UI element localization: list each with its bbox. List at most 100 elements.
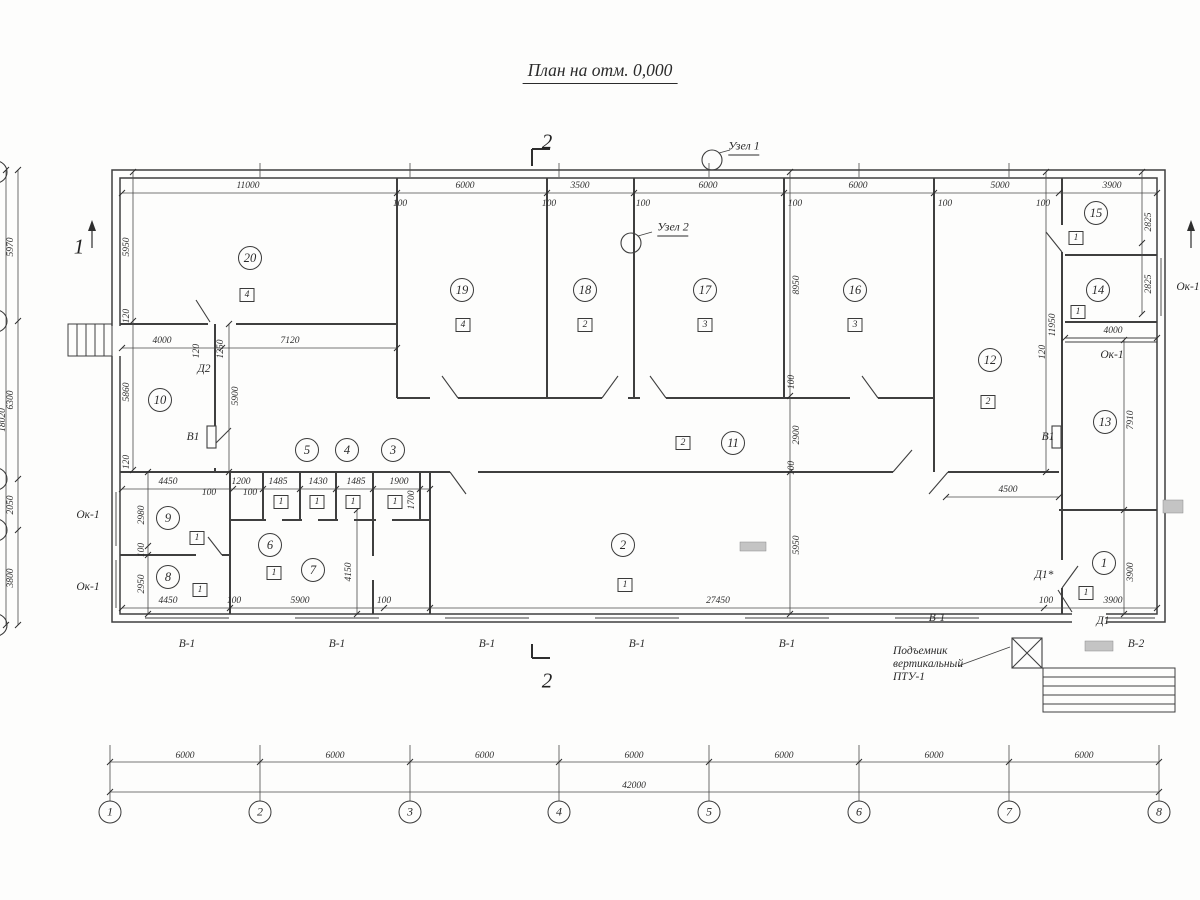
text-label: Ок-1: [1100, 349, 1124, 361]
dim-label: 120: [1038, 344, 1048, 360]
section-marks: [91, 148, 1192, 659]
dim-label: 1250: [216, 339, 226, 359]
room-number: 1: [1092, 551, 1116, 575]
room-number: 3: [381, 438, 405, 462]
category-label: 1: [189, 531, 205, 545]
category-label: 1: [617, 578, 633, 592]
axis-span-label: 6000: [175, 751, 195, 761]
dim-label: 2825: [1144, 212, 1154, 232]
room-number: 16: [843, 278, 867, 302]
text-label: В-1: [328, 638, 346, 650]
room-number: 17: [693, 278, 717, 302]
axis-span-label: 6000: [624, 751, 644, 761]
dim-label: 5860: [122, 382, 132, 402]
category-label: 1: [1068, 231, 1084, 245]
axis-bubble: 7: [997, 800, 1021, 824]
category-label: 2: [980, 395, 996, 409]
room-number: 13: [1093, 410, 1117, 434]
axis-span-label: 6000: [475, 751, 494, 761]
dim-label: 2900: [792, 425, 802, 445]
room-number: 2: [611, 533, 635, 557]
room-number: 11: [721, 431, 745, 455]
dim-label: 1900: [389, 477, 409, 487]
page-title: План на отм. 0,000: [522, 60, 678, 84]
category-label: 1: [345, 495, 361, 509]
room-number: 9: [156, 506, 180, 530]
dim-label: 7910: [1126, 410, 1136, 430]
dim-label: 1700: [407, 490, 417, 510]
dim-label: 11950: [1048, 313, 1058, 337]
axis-span-label: 6000: [774, 751, 794, 761]
text-label: В-1: [478, 638, 496, 650]
dim-label: 1485: [346, 477, 366, 487]
section-number: 2: [541, 668, 553, 693]
dim-label: 120: [122, 454, 132, 470]
dim-label: 2950: [137, 574, 147, 594]
dim-label: 18020: [0, 408, 8, 432]
node-2-marker: [620, 232, 642, 254]
text-label: Ок-1: [76, 581, 100, 593]
room-number: 20: [238, 246, 262, 270]
room-number: 12: [978, 348, 1002, 372]
lift-note-line: вертикальный: [893, 658, 964, 670]
dim-label: 6000: [698, 181, 718, 191]
dim-label: 6000: [455, 181, 475, 191]
dim-label: 100: [787, 460, 797, 476]
axis-bubble: 5: [697, 800, 721, 824]
text-label: В1: [186, 431, 200, 443]
category-label: 3: [847, 318, 863, 332]
category-label: 1: [192, 583, 208, 597]
category-label: 3: [697, 318, 713, 332]
dim-label: 100: [787, 374, 797, 390]
category-label: 1: [387, 495, 403, 509]
room-number: 15: [1084, 201, 1108, 225]
axis-total-label: 42000: [622, 781, 646, 791]
dim-label: 100: [137, 542, 147, 558]
text-label: Ок-1: [1176, 281, 1200, 293]
entry-stairs-left: [67, 323, 113, 357]
text-label: В-1: [628, 638, 646, 650]
dim-label: 4500: [998, 485, 1018, 495]
dim-label: 3900: [1102, 181, 1122, 191]
lift-symbol: [957, 637, 1043, 669]
text-label: В-1: [778, 638, 796, 650]
dim-label: 100: [787, 199, 803, 209]
dim-label: 120: [122, 308, 132, 324]
dim-label: 4000: [152, 336, 172, 346]
room-number: 18: [573, 278, 597, 302]
category-label: 4: [239, 288, 255, 302]
text-label: Д1*: [1034, 569, 1054, 581]
dim-label: 4450: [158, 477, 178, 487]
dim-label: 2050: [6, 495, 16, 515]
dim-label: 100: [392, 199, 408, 209]
category-label: 2: [577, 318, 593, 332]
category-label: 1: [266, 566, 282, 580]
axis-span-label: 6000: [325, 751, 345, 761]
text-label: В-1: [928, 612, 946, 624]
room-number: 5: [295, 438, 319, 462]
detail-callout: Узел 2: [657, 220, 689, 237]
dim-label: 3900: [1103, 596, 1123, 606]
dim-label: 27450: [706, 596, 730, 606]
lift-note-line: Подъемник: [893, 645, 948, 657]
dim-label: 8950: [792, 275, 802, 295]
room-number: 14: [1086, 278, 1110, 302]
section-number: 2: [541, 129, 553, 154]
node-1-marker: [701, 149, 723, 171]
dim-label: 1200: [231, 477, 251, 487]
room-number: 6: [258, 533, 282, 557]
dim-label: 5950: [792, 535, 802, 555]
dim-label: 4450: [158, 596, 178, 606]
category-label: 1: [273, 495, 289, 509]
text-label: В-2: [1127, 638, 1145, 650]
dim-label: 100: [226, 596, 242, 606]
category-label: 1: [1070, 305, 1086, 319]
dim-label: 2825: [1144, 274, 1154, 294]
axis-bubble: 3: [398, 800, 422, 824]
dim-label: 100: [541, 199, 557, 209]
dim-label: 100: [376, 596, 392, 606]
dim-label: 5950: [122, 237, 132, 257]
category-label: 2: [675, 436, 691, 450]
axis-bubble: 8: [1147, 800, 1171, 824]
